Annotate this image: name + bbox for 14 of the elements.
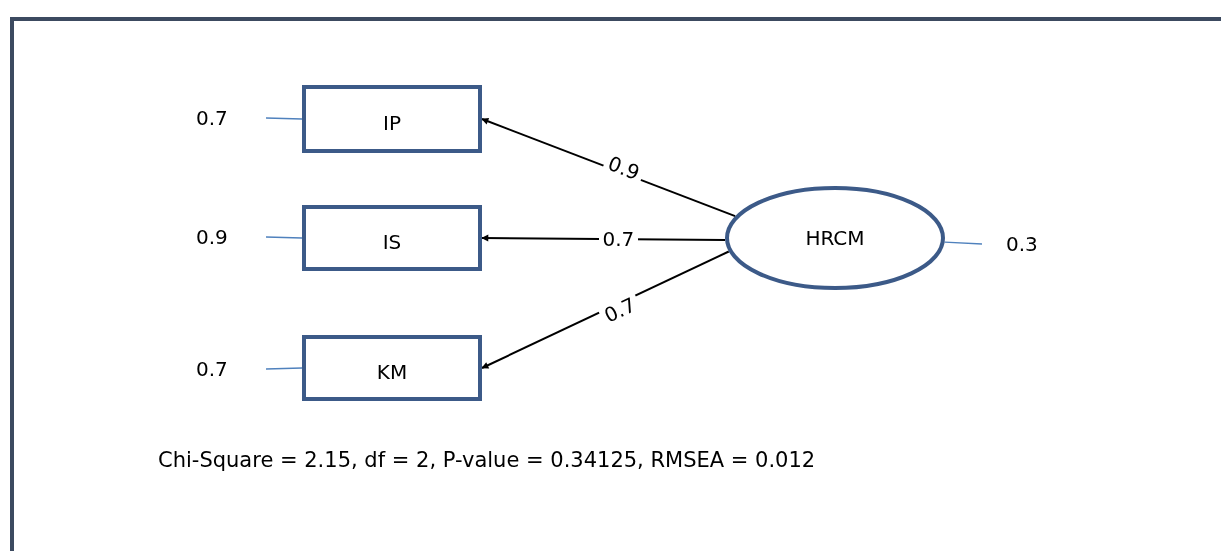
error-value: 0.3 xyxy=(1006,226,1066,262)
observed-variable-box: IP xyxy=(302,85,482,153)
observed-variable-box: IS xyxy=(302,205,482,271)
fit-statistics: Chi-Square = 2.15, df = 2, P-value = 0.34125, RMSEA = 0.012 xyxy=(158,448,816,472)
error-value: 0.9 xyxy=(196,219,262,255)
connector-line xyxy=(265,236,303,239)
connector-line xyxy=(944,241,983,245)
variable-name: HRCM xyxy=(805,226,865,250)
observed-variable-box: KM xyxy=(302,335,482,401)
connector-line xyxy=(265,117,303,120)
error-value: 0.7 xyxy=(196,100,262,136)
error-value: 0.7 xyxy=(196,351,262,387)
latent-variable-ellipse xyxy=(725,186,945,290)
connector-line xyxy=(265,367,303,370)
